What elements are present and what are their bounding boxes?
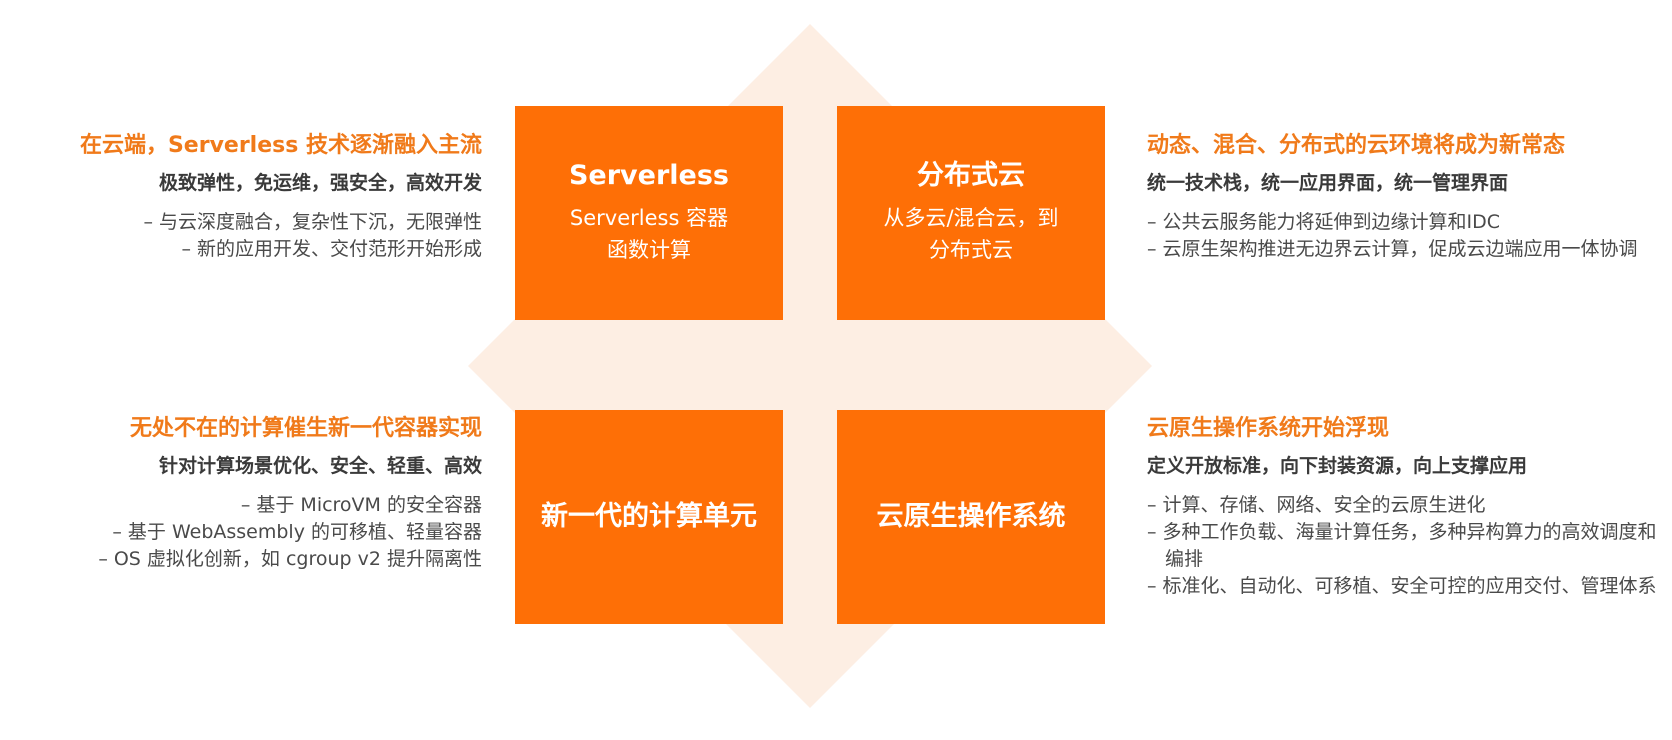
quadrant-distributed-cloud: 分布式云 从多云/混合云，到 分布式云	[837, 106, 1105, 320]
quadrant-title: 分布式云	[917, 159, 1025, 191]
left-bottom-description: 无处不在的计算催生新一代容器实现 针对计算场景优化、安全、轻重、高效 – 基于 …	[12, 414, 482, 573]
quadrant-line: 分布式云	[929, 238, 1013, 263]
quadrant-cloud-native-os: 云原生操作系统	[837, 410, 1105, 624]
bullet-item: – 计算、存储、网络、安全的云原生进化	[1147, 494, 1486, 516]
quadrant-serverless: Serverless Serverless 容器 函数计算	[515, 106, 783, 320]
bullet-item: – 基于 MicroVM 的安全容器	[240, 494, 482, 516]
right-top-description: 动态、混合、分布式的云环境将成为新常态 统一技术栈，统一应用界面，统一管理界面 …	[1147, 131, 1657, 263]
bullet-item: – 标准化、自动化、可移植、安全可控的应用交付、管理体系	[1147, 575, 1657, 597]
section-heading: 动态、混合、分布式的云环境将成为新常态	[1147, 133, 1566, 158]
section-subheading: 极致弹性，免运维，强安全，高效开发	[158, 172, 482, 194]
quadrant-title: 云原生操作系统	[876, 500, 1066, 532]
quadrant-title: Serverless	[568, 159, 729, 191]
bullet-item: – 基于 WebAssembly 的可移植、轻量容器	[112, 521, 482, 543]
section-heading: 在云端，Serverless 技术逐渐融入主流	[79, 133, 482, 158]
bullet-item: – 多种工作负载、海量计算任务，多种异构算力的高效调度和编排	[1147, 521, 1657, 570]
quadrant-line: 函数计算	[607, 238, 691, 263]
quadrant-line: 从多云/混合云，到	[883, 206, 1059, 231]
bullet-item: – 公共云服务能力将延伸到边缘计算和IDC	[1147, 211, 1501, 233]
quadrant-title: 新一代的计算单元	[541, 500, 757, 532]
section-heading: 云原生操作系统开始浮现	[1147, 416, 1390, 441]
bullet-item: – OS 虚拟化创新，如 cgroup v2 提升隔离性	[98, 548, 482, 570]
quadrant-line: Serverless 容器	[569, 206, 729, 231]
section-heading: 无处不在的计算催生新一代容器实现	[129, 416, 482, 441]
right-bottom-description: 云原生操作系统开始浮现 定义开放标准，向下封装资源，向上支撑应用 – 计算、存储…	[1147, 414, 1657, 600]
bullet-item: – 与云深度融合，复杂性下沉，无限弹性	[143, 211, 482, 233]
bullet-item: – 新的应用开发、交付范形开始形成	[181, 238, 482, 260]
section-subheading: 统一技术栈，统一应用界面，统一管理界面	[1147, 172, 1509, 194]
left-top-description: 在云端，Serverless 技术逐渐融入主流 极致弹性，免运维，强安全，高效开…	[12, 131, 482, 263]
bullet-item: – 云原生架构推进无边界云计算，促成云边端应用一体协调	[1147, 238, 1638, 260]
section-subheading: 定义开放标准，向下封装资源，向上支撑应用	[1147, 455, 1528, 477]
quadrant-new-compute-unit: 新一代的计算单元	[515, 410, 783, 624]
section-subheading: 针对计算场景优化、安全、轻重、高效	[158, 455, 482, 477]
